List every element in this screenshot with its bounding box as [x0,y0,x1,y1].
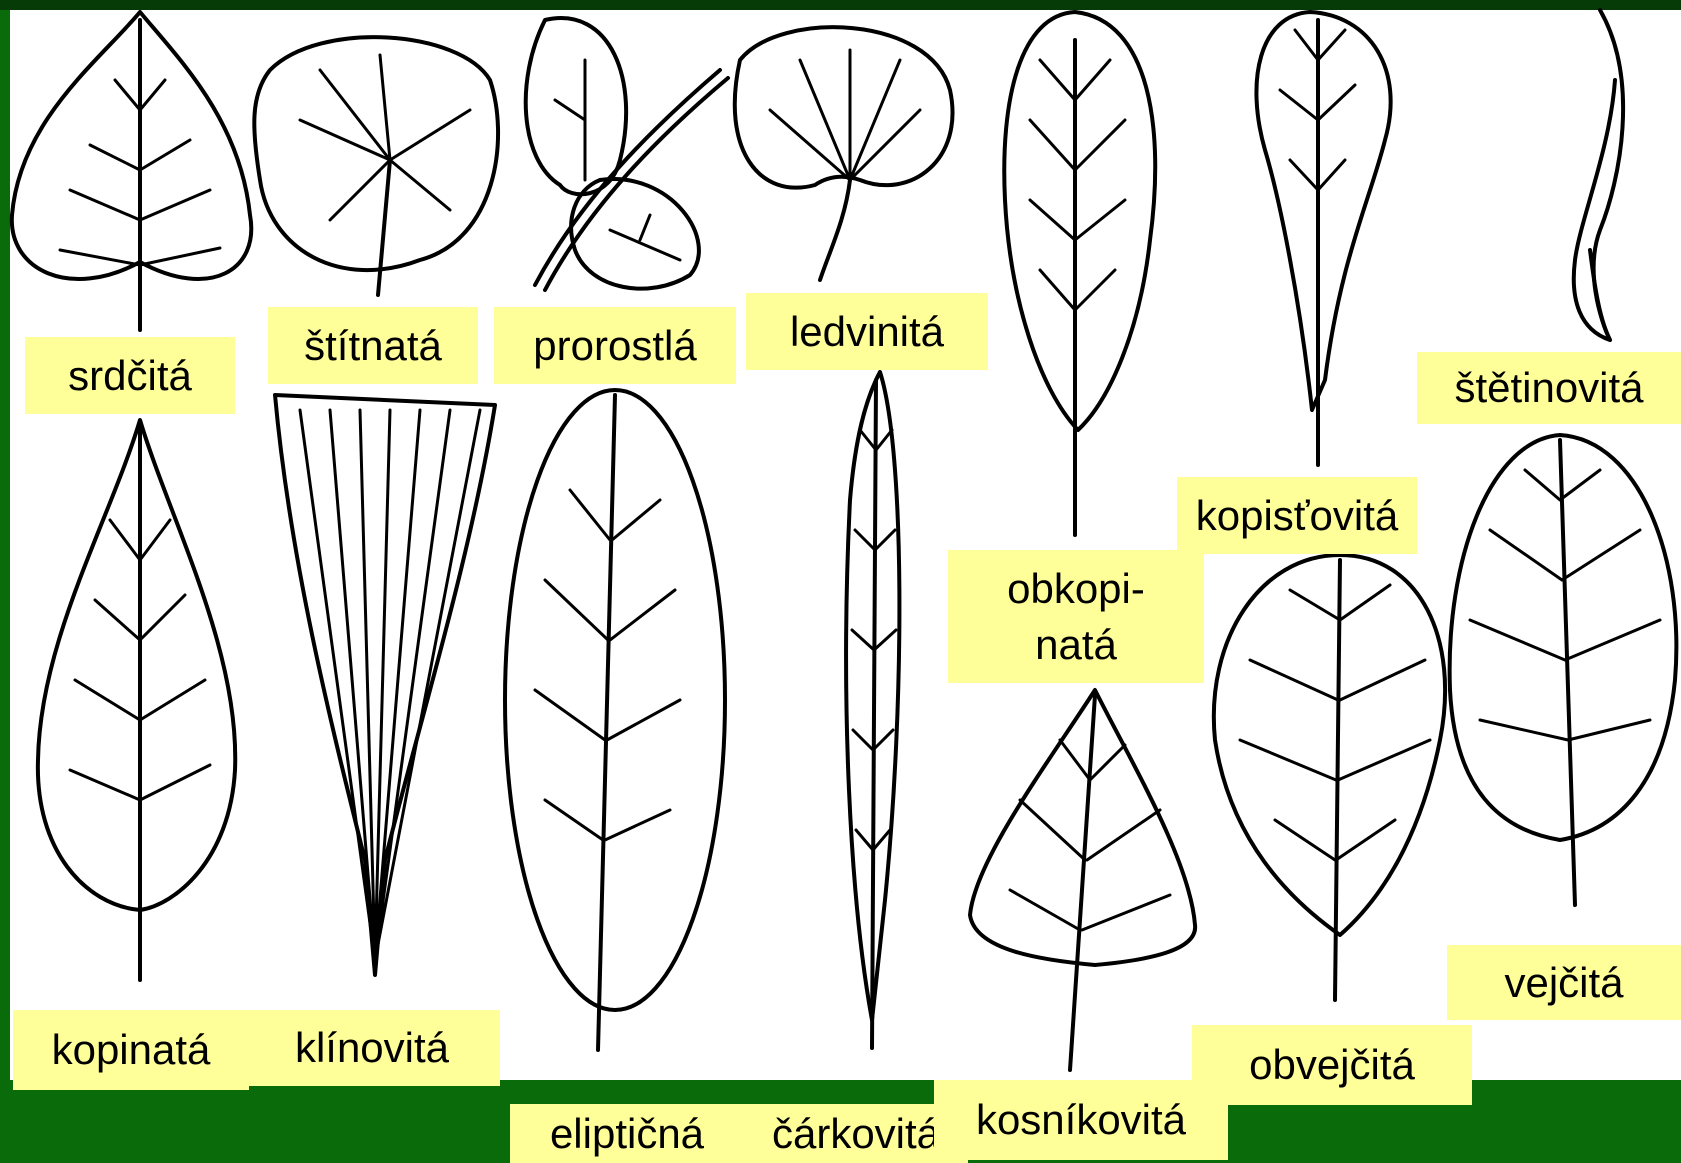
label-kopinata: kopinatá [13,1010,249,1090]
label-stetinovita: štětinovitá [1417,352,1681,424]
label-obkopinata: obkopi- natá [948,550,1204,683]
leaf-elliptic-icon [505,390,725,1050]
leaf-peltate-icon [254,37,498,295]
leaf-reniform-icon [735,27,953,280]
label-kopistovita: kopisťovitá [1177,477,1417,554]
label-klinovita: klínovitá [244,1010,500,1086]
leaf-setaceous-icon [1574,10,1623,340]
label-srdcita: srdčitá [25,337,235,414]
leaf-perfoliate-icon [526,18,728,290]
leaf-spatulate-icon [1256,12,1390,465]
label-stitnata: štítnatá [268,307,478,384]
label-elipticna: eliptičná [510,1104,744,1163]
label-obvejcita: obvejčitá [1192,1025,1472,1105]
leaf-rhomboid-icon [970,690,1195,1070]
leaf-linear-icon [846,372,899,1048]
leaf-oblanceolate-icon [1004,12,1155,535]
leaf-ovate-icon [1450,435,1677,905]
label-kosnikovita: kosníkovitá [934,1080,1228,1160]
label-ledvinita: ledvinitá [746,293,988,370]
leaf-obovate-icon [1214,555,1445,1000]
label-vejcita: vejčitá [1447,945,1681,1020]
leaf-cuneate-icon [275,395,495,975]
label-prorostla: prorostlá [494,307,736,384]
leaf-cordate-icon [12,12,251,330]
leaf-lanceolate-icon [38,420,235,980]
